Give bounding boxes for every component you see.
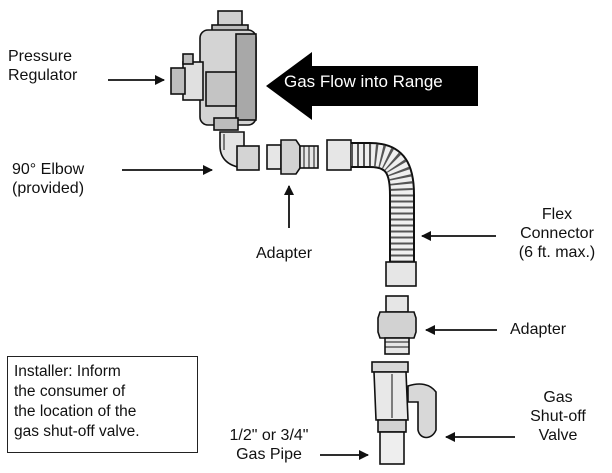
gas-flow-label: Gas Flow into Range: [284, 72, 443, 91]
pipe-line-1: 1/2" or 3/4": [229, 427, 309, 444]
elbow-label: 90° Elbow (provided): [12, 160, 84, 198]
gas-pipe-label: 1/2" or 3/4" Gas Pipe: [220, 426, 318, 464]
flex-connector: [326, 139, 417, 287]
flex-line-2: Connector: [520, 225, 594, 242]
note-line-3: the location of the: [14, 403, 137, 420]
adapter-top: [266, 139, 319, 175]
installer-note-box: Installer: Inform the consumer of the lo…: [7, 356, 198, 453]
adapter-bottom-label: Adapter: [510, 321, 567, 338]
adapter-bottom: [377, 295, 417, 355]
pressure-regulator-line-2: Regulator: [8, 67, 78, 84]
pressure-regulator: [170, 10, 257, 131]
gas-flow-arrow: [266, 52, 478, 120]
note-line-1: Installer: Inform: [14, 363, 121, 380]
pointer-arrows: [108, 75, 515, 460]
valve-line-1: Gas: [543, 389, 573, 406]
elbow-fitting: [219, 131, 260, 171]
flex-line-1: Flex: [541, 206, 573, 223]
adapter-top-label: Adapter: [256, 245, 313, 262]
elbow-line-2: (provided): [12, 180, 85, 197]
elbow-line-1: 90° Elbow: [12, 161, 85, 178]
note-line-4: gas shut-off valve.: [14, 423, 140, 440]
valve-line-3: Valve: [538, 427, 578, 444]
flex-connector-label: Flex Connector (6 ft. max.): [505, 205, 609, 262]
pipe-line-2: Gas Pipe: [236, 446, 302, 463]
note-line-2: the consumer of: [14, 383, 126, 400]
pressure-regulator-line-1: Pressure: [8, 48, 73, 65]
shutoff-valve: [371, 361, 437, 465]
flex-line-3: (6 ft. max.): [518, 244, 596, 261]
shutoff-valve-label: Gas Shut-off Valve: [516, 388, 600, 445]
pressure-regulator-label: Pressure Regulator: [8, 47, 77, 85]
valve-line-2: Shut-off: [530, 408, 586, 425]
